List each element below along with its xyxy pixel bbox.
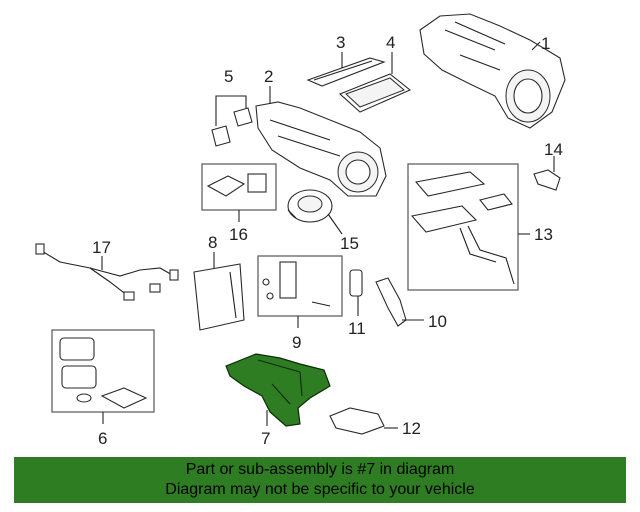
part-1-duct-housing (419, 13, 566, 129)
callout-4: 4 (386, 33, 395, 52)
part-2-hvac-case (255, 101, 387, 197)
banner-line-1: Part or sub-assembly is #7 in diagram (185, 461, 455, 478)
part-7-highlighted-duct (225, 353, 331, 427)
callout-11: 11 (348, 319, 366, 338)
part-3-filter-panel (306, 57, 386, 87)
part-10-duct (375, 277, 407, 327)
callout-2: 2 (264, 67, 273, 86)
callout-3: 3 (336, 33, 345, 52)
callout-5: 5 (224, 67, 233, 86)
callout-1: 1 (541, 34, 550, 53)
banner-line-2: Diagram may not be specific to your vehi… (165, 481, 475, 498)
callout-14: 14 (544, 140, 563, 159)
part-15-blower-motor (287, 189, 333, 223)
callout-6: 6 (98, 429, 107, 448)
part-17-wiring-harness (35, 243, 179, 301)
callout-16: 16 (229, 225, 248, 244)
part-14-bracket (533, 169, 561, 191)
parts-diagram: 1 3 4 2 5 16 15 (35, 13, 566, 448)
callout-13: 13 (534, 225, 553, 244)
part-16-module (206, 173, 267, 197)
part-9-box (257, 255, 343, 317)
part-13-box (407, 163, 519, 291)
part-11-seal (349, 269, 363, 297)
callout-17: 17 (92, 238, 111, 257)
callout-10: 10 (428, 312, 447, 331)
callout-12: 12 (402, 419, 421, 438)
part-9-expansion-valve (262, 261, 331, 307)
part-5-actuators (211, 107, 253, 147)
part-4-cover (338, 73, 412, 113)
callout-8: 8 (208, 233, 217, 252)
callout-7: 7 (261, 429, 270, 448)
callout-9: 9 (292, 333, 301, 352)
disclaimer-banner: Part or sub-assembly is #7 in diagram Di… (14, 457, 626, 503)
part-13-heater-core (410, 171, 515, 285)
part-12-plate (329, 407, 385, 435)
callout-15: 15 (340, 234, 359, 253)
part-6-seal-kit (59, 337, 148, 409)
part-8-evaporator (193, 263, 245, 331)
